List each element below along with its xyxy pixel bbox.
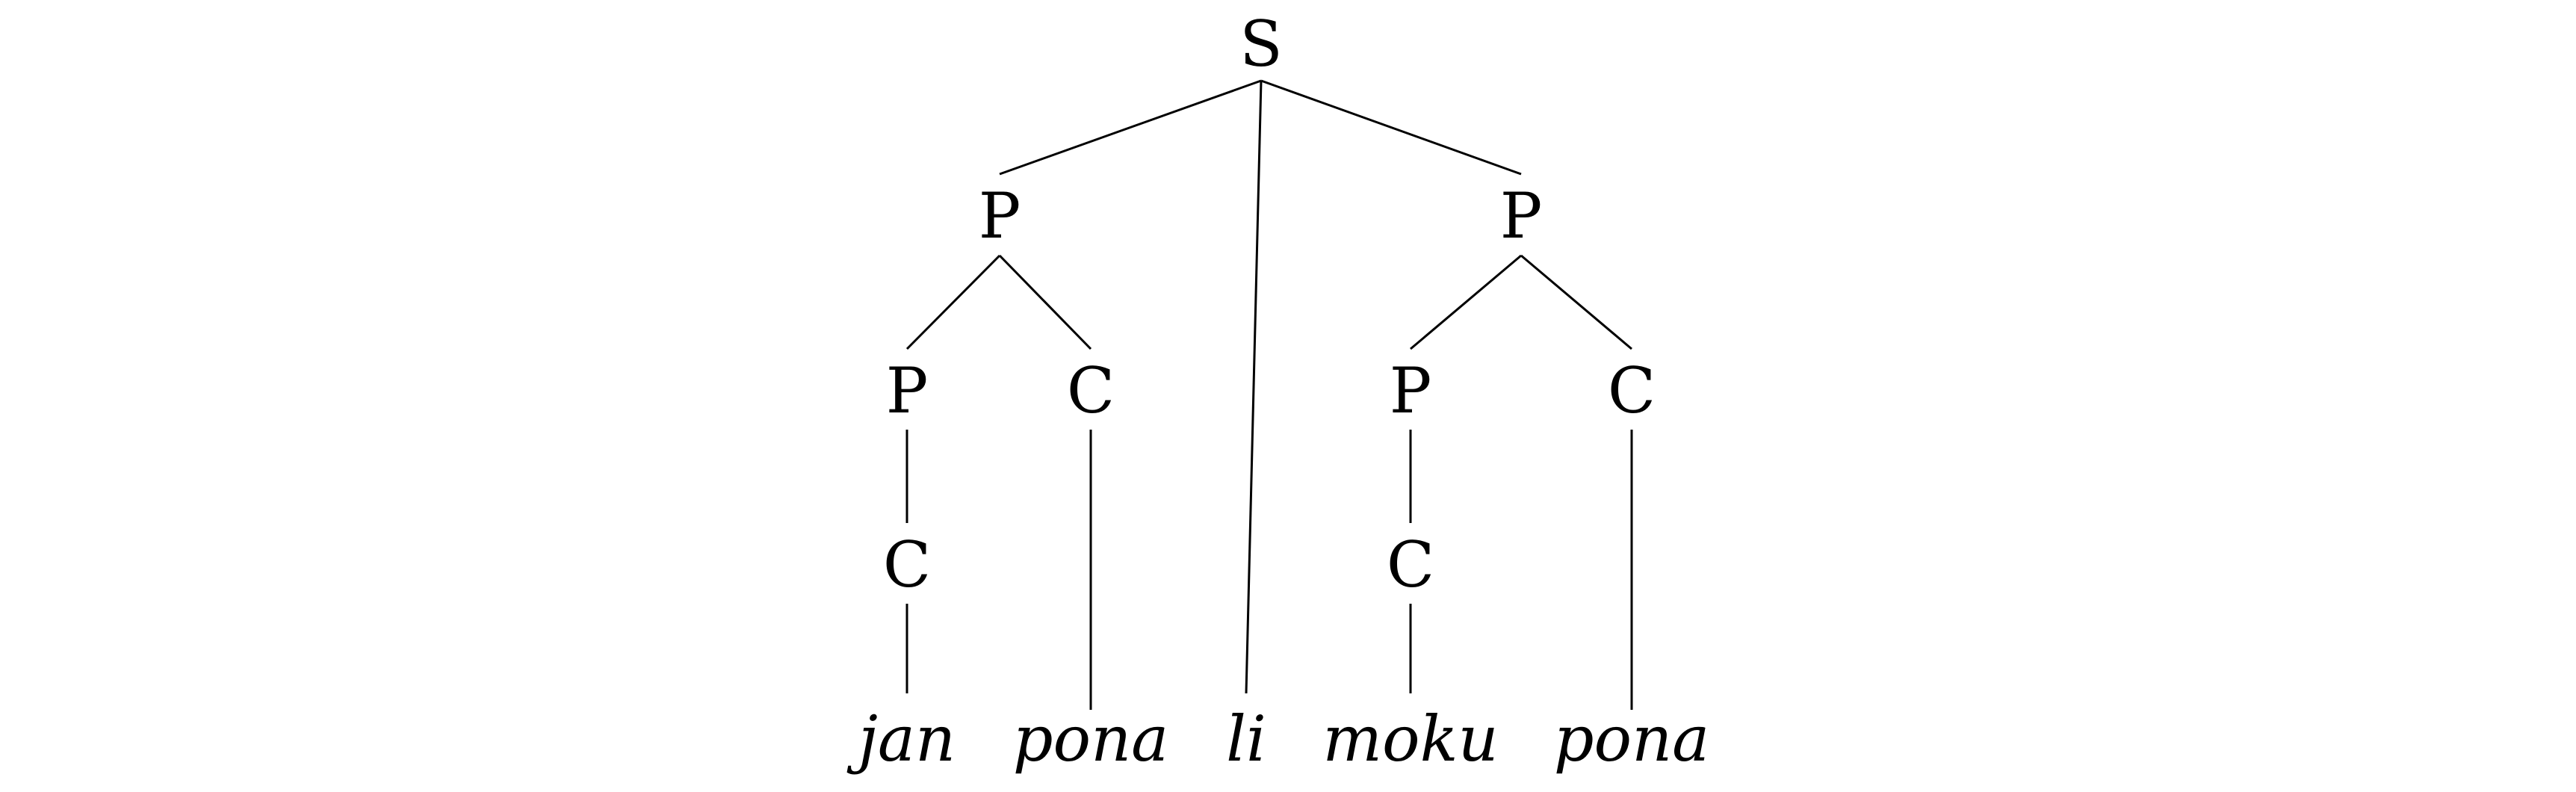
- node-p-right-p-c: C: [1387, 528, 1434, 601]
- node-p-left-p: P: [886, 354, 929, 427]
- edge-s-li: [1245, 80, 1263, 694]
- node-p-left: P: [979, 179, 1021, 253]
- node-s: S: [1239, 7, 1283, 81]
- edge-s-p-left: [999, 79, 1262, 176]
- edge-p-left-p: [905, 254, 1001, 350]
- node-p-right-c: C: [1608, 354, 1656, 427]
- word-jan: jan: [846, 702, 956, 776]
- node-p-left-p-c: C: [883, 528, 931, 601]
- node-p-left-c: C: [1067, 354, 1115, 427]
- edge-p-left-c: [998, 254, 1092, 350]
- word-pona-right: pona: [1554, 702, 1710, 776]
- edge-s-p-right: [1260, 79, 1522, 176]
- edge-p-right-p: [1410, 254, 1522, 350]
- word-li: li: [1226, 702, 1266, 776]
- node-p-right: P: [1500, 179, 1543, 253]
- word-moku: moku: [1322, 702, 1498, 776]
- word-pona-left: pona: [1013, 702, 1169, 776]
- edge-p-right-c: [1520, 254, 1632, 350]
- node-p-right-p: P: [1390, 354, 1432, 427]
